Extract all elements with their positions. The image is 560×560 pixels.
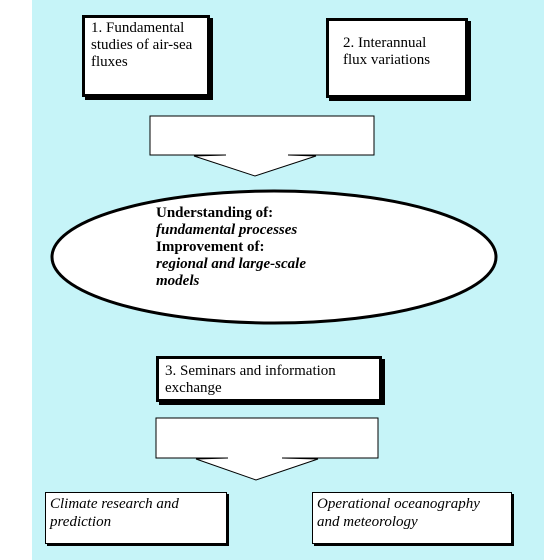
box1-line1: 1. Fundamental	[91, 20, 185, 36]
box-seminars: 3. Seminars and information exchange	[156, 356, 382, 402]
ellipse-line5: models	[156, 273, 200, 289]
box2-line2: flux variations	[343, 52, 431, 68]
ellipse-line4: regional and large-scale	[156, 256, 306, 272]
box-climate-research: Climate research and prediction	[45, 492, 227, 544]
arrow-to-outcomes	[155, 417, 379, 481]
box1-line3: fluxes	[91, 54, 128, 70]
box5-line2: and meteorology	[317, 514, 418, 530]
ellipse-line1: Understanding of:	[156, 205, 274, 221]
box-interannual-variations: 2. Interannual flux variations	[326, 18, 468, 98]
box5-line1: Operational oceanography	[317, 496, 480, 512]
central-ellipse	[50, 189, 498, 325]
box-operational-oceanography: Operational oceanography and meteorology	[312, 492, 512, 544]
box4-line1: Climate research and	[50, 496, 179, 512]
box3-line1: 3. Seminars and information	[165, 363, 336, 379]
ellipse-line2: fundamental processes	[156, 222, 298, 238]
arrow-to-ellipse-shape	[149, 115, 375, 177]
ellipse-line3: Improvement of:	[156, 239, 265, 255]
box3-line2: exchange	[165, 380, 222, 396]
ellipse-text: Understanding of: fundamental processes …	[156, 205, 306, 290]
box1-line2: studies of air-sea	[91, 37, 193, 53]
box4-line2: prediction	[50, 514, 112, 530]
box-fundamental-studies: 1. Fundamental studies of air-sea fluxes	[82, 15, 210, 97]
box2-line1: 2. Interannual	[343, 35, 427, 51]
